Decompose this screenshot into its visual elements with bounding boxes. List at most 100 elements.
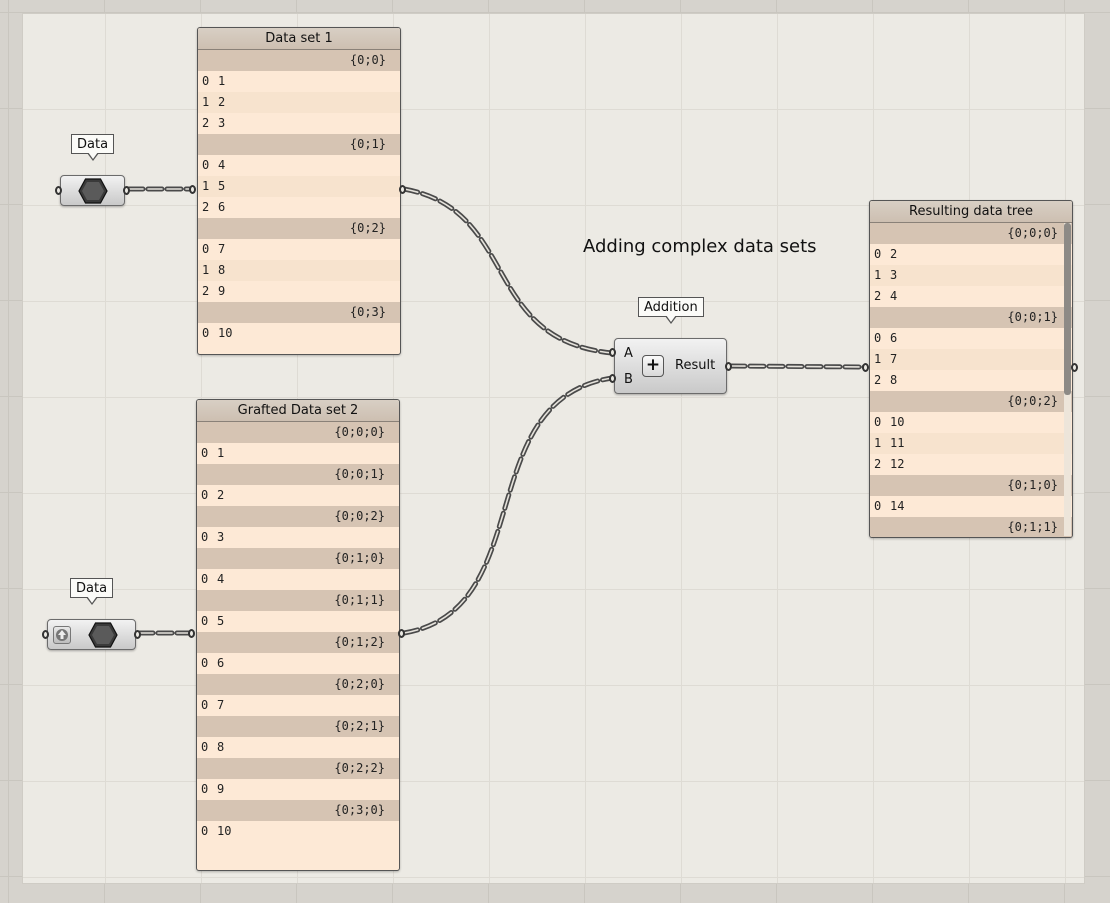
item-value: 5 xyxy=(218,179,226,193)
data-param-2-input[interactable] xyxy=(42,630,49,639)
panel-2-input[interactable] xyxy=(188,629,195,638)
plus-icon: + xyxy=(642,355,664,377)
panel-3-output[interactable] xyxy=(1071,363,1078,372)
item-value: 5 xyxy=(217,614,225,628)
data-param-2[interactable] xyxy=(47,619,136,650)
input-a-label[interactable]: A xyxy=(624,346,633,361)
branch-path: {0;0;0} xyxy=(870,223,1072,244)
item-index: 0 xyxy=(201,530,209,544)
item-index: 0 xyxy=(202,326,210,340)
item-index: 0 xyxy=(201,656,209,670)
item-index: 0 xyxy=(874,247,882,261)
item-index: 0 xyxy=(201,446,209,460)
item-value: 7 xyxy=(217,698,225,712)
item-value: 7 xyxy=(218,242,226,256)
item-index: 1 xyxy=(202,95,210,109)
item-index: 0 xyxy=(201,572,209,586)
panel-1-output[interactable] xyxy=(399,185,406,194)
branch-path: {0;0;2} xyxy=(197,506,399,527)
item-index: 0 xyxy=(201,782,209,796)
item-index: 1 xyxy=(202,263,210,277)
item-value: 4 xyxy=(890,289,898,303)
result-output-label[interactable]: Result xyxy=(675,358,716,373)
item-value: 2 xyxy=(217,488,225,502)
item-value: 3 xyxy=(218,116,226,130)
item-value: 11 xyxy=(890,436,905,450)
item-value: 10 xyxy=(217,824,232,838)
item-value: 6 xyxy=(217,656,225,670)
item-value: 1 xyxy=(217,446,225,460)
scrollbar-thumb[interactable] xyxy=(1064,223,1071,395)
panel-title: Resulting data tree xyxy=(870,201,1072,223)
addition-result-port[interactable] xyxy=(725,362,732,371)
addition-tag: Addition xyxy=(638,297,704,324)
panel-1-input[interactable] xyxy=(189,185,196,194)
item-value: 3 xyxy=(890,268,898,282)
branch-path: {0;2;0} xyxy=(197,674,399,695)
panel-2-output[interactable] xyxy=(398,629,405,638)
item-index: 2 xyxy=(874,373,882,387)
branch-path: {0;0} xyxy=(198,50,400,71)
addition-input-a-port[interactable] xyxy=(609,348,616,357)
item-value: 6 xyxy=(890,331,898,345)
item-value: 9 xyxy=(217,782,225,796)
data-param-1[interactable] xyxy=(60,175,125,206)
item-value: 8 xyxy=(217,740,225,754)
data-tag-2: Data xyxy=(70,578,114,605)
item-value: 10 xyxy=(218,326,233,340)
item-value: 6 xyxy=(218,200,226,214)
item-index: 1 xyxy=(874,268,882,282)
data-param-1-input[interactable] xyxy=(55,186,62,195)
item-index: 0 xyxy=(874,415,882,429)
addition-component[interactable]: A B + Result xyxy=(614,338,727,394)
canvas-heading: Adding complex data sets xyxy=(583,236,817,257)
item-value: 1 xyxy=(218,74,226,88)
item-value: 14 xyxy=(890,499,905,513)
item-index: 0 xyxy=(201,488,209,502)
branch-path: {0;1} xyxy=(198,134,400,155)
branch-path: {0;0;1} xyxy=(197,464,399,485)
branch-path: {0;0;0} xyxy=(197,422,399,443)
item-index: 0 xyxy=(202,74,210,88)
item-index: 1 xyxy=(202,179,210,193)
branch-path: {0;3} xyxy=(198,302,400,323)
item-value: 3 xyxy=(217,530,225,544)
panel-title: Data set 1 xyxy=(198,28,400,50)
panel-3-input[interactable] xyxy=(862,363,869,372)
item-index: 0 xyxy=(201,740,209,754)
data-param-1-output[interactable] xyxy=(123,186,130,195)
input-b-label[interactable]: B xyxy=(624,372,633,387)
item-index: 2 xyxy=(202,200,210,214)
data-param-2-output[interactable] xyxy=(134,630,141,639)
item-index: 2 xyxy=(874,457,882,471)
branch-path: {0;1;2} xyxy=(197,632,399,653)
addition-input-b-port[interactable] xyxy=(609,374,616,383)
branch-path: {0;2;1} xyxy=(197,716,399,737)
